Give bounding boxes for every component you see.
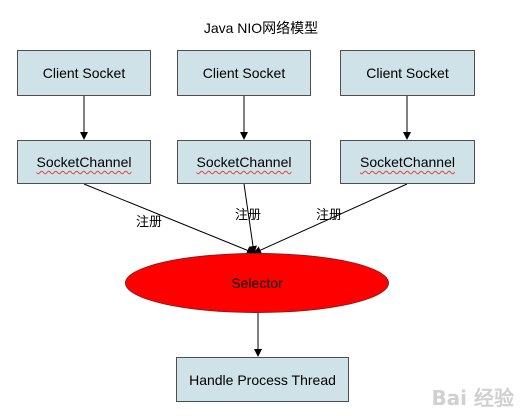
arrow-channel1-to-selector — [83, 183, 255, 255]
arrow-channel3-to-selector — [253, 183, 408, 254]
socket-channel-2: SocketChannel — [177, 140, 311, 184]
socket-channel-1: SocketChannel — [17, 140, 151, 184]
client-socket-3: Client Socket — [340, 50, 475, 96]
diagram-title: Java NIO网络模型 — [203, 20, 319, 36]
register-label-1: 注册 — [136, 215, 163, 230]
register-label-2: 注册 — [235, 208, 262, 223]
client-socket-2: Client Socket — [177, 50, 311, 96]
selector-node: Selector — [125, 253, 389, 313]
socket-channel-3: SocketChannel — [340, 140, 475, 184]
watermark-logo: Bai 经验 — [431, 386, 514, 410]
register-label-3: 注册 — [316, 208, 343, 223]
handle-process-thread-box: Handle Process Thread — [176, 357, 349, 402]
arrow-channel2-to-selector — [243, 183, 257, 254]
client-socket-1: Client Socket — [17, 50, 151, 96]
